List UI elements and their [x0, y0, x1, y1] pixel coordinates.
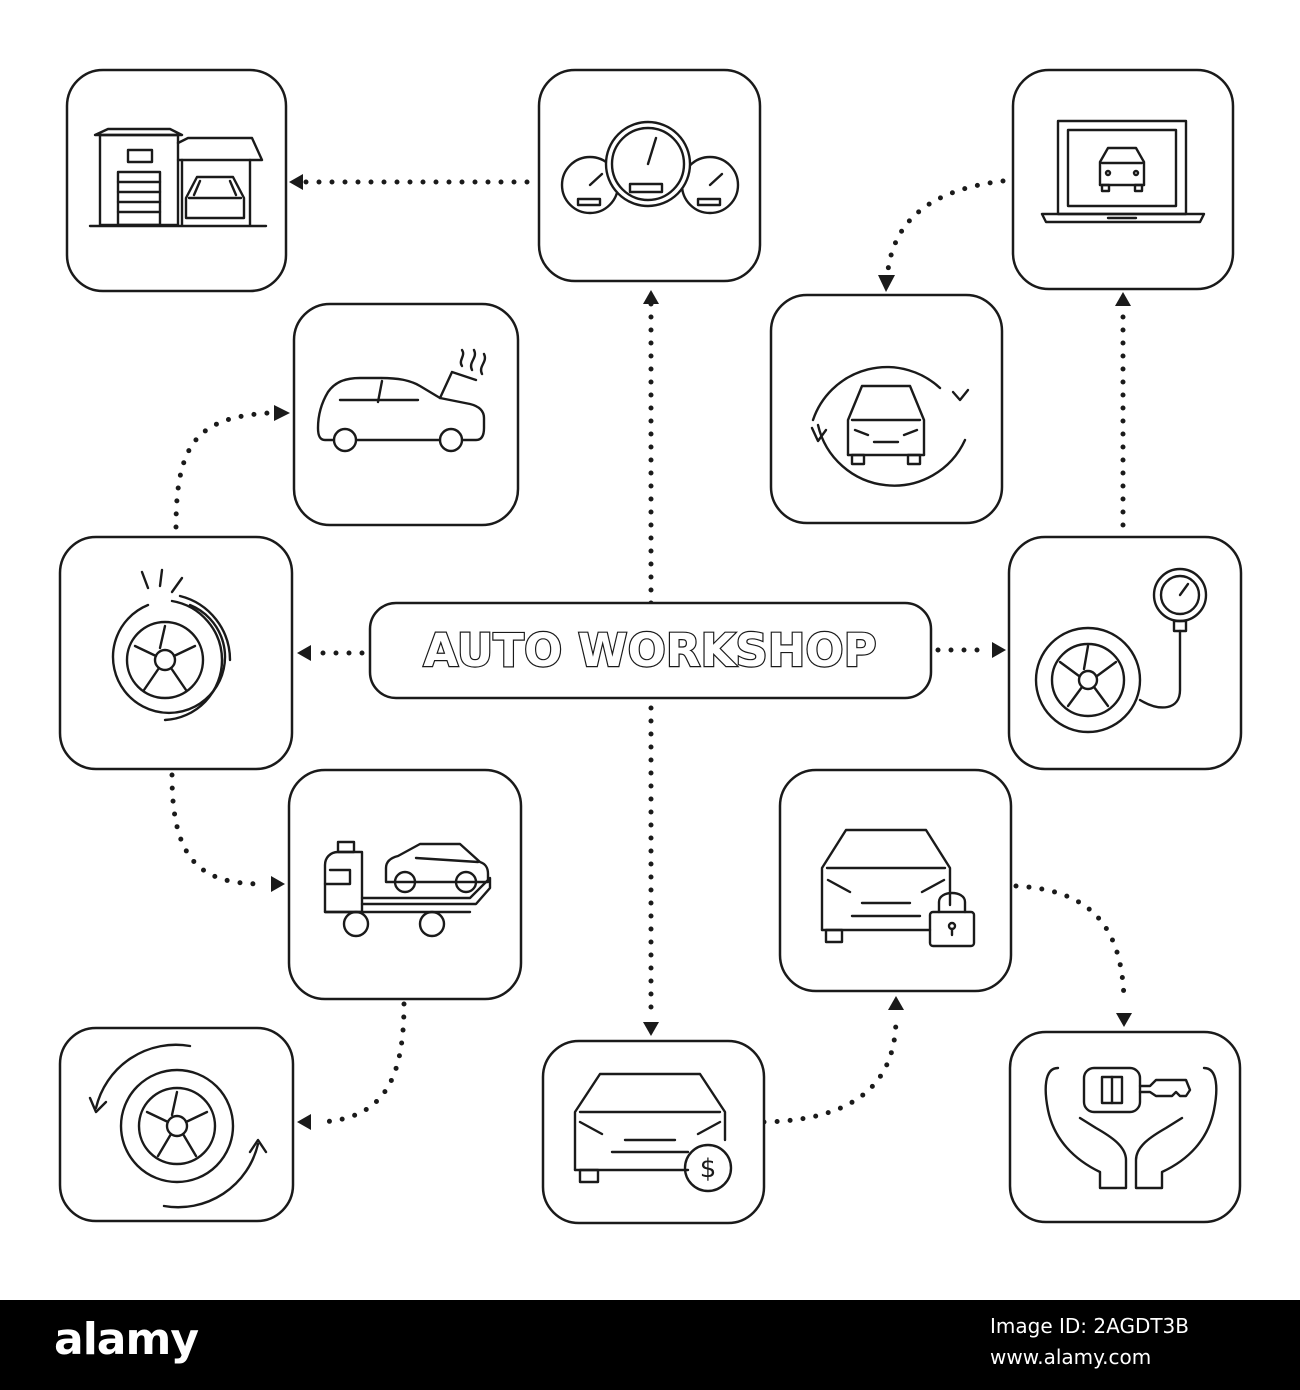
dollar-sign: $: [700, 1154, 717, 1184]
node-brake[interactable]: [58, 535, 294, 771]
connector-brake-tow: [169, 772, 265, 887]
car-360-view-icon: [810, 365, 970, 487]
connector-brake-broken-car: [173, 410, 271, 530]
car-lock-icon: [820, 828, 976, 948]
tire-pressure-gauge-icon: [1034, 567, 1208, 734]
node-garage[interactable]: [65, 68, 288, 293]
arrow-to-car-lock: [888, 996, 904, 1010]
arrow-to-tire-change: [297, 1114, 311, 1130]
title-box: [368, 601, 933, 700]
diagram-title: AUTO WORKSHOP: [423, 624, 876, 677]
node-tire-change[interactable]: [58, 1026, 295, 1223]
connector-tow-tire-change: [319, 1001, 407, 1125]
connector-lock-key: [1013, 883, 1127, 1003]
tow-truck-icon: [323, 840, 492, 938]
car-price-dollar-icon: [573, 1072, 733, 1193]
speedometer-dashboard-icon: [560, 120, 740, 215]
tire-rotation-icon: [88, 1043, 268, 1209]
node-tire-pressure[interactable]: [1007, 535, 1243, 771]
arrow-to-tire-pressure: [992, 642, 1006, 658]
node-car-lock[interactable]: [778, 768, 1013, 993]
brake-disc-wheel-icon: [111, 568, 232, 722]
arrow-to-car-price: [643, 1022, 659, 1036]
image-id-label: Image ID: 2AGDT3B: [990, 1314, 1190, 1338]
arrow-to-broken-car: [274, 405, 290, 421]
node-broken-car[interactable]: [292, 302, 520, 527]
node-online-car[interactable]: [1011, 68, 1235, 291]
stock-footer-bar: alamy Image ID: 2AGDT3B www.alamy.com: [0, 1300, 1300, 1390]
connectors: [169, 174, 1132, 1130]
auto-workshop-mind-map: AUTO WORKSHOP: [58, 68, 1243, 1225]
alamy-logo[interactable]: alamy: [54, 1314, 199, 1365]
laptop-car-icon: [1040, 119, 1206, 224]
hands-car-key-icon: [1044, 1066, 1218, 1190]
node-car-key[interactable]: [1008, 1030, 1242, 1224]
arrow-to-car-key: [1116, 1013, 1132, 1027]
arrow-to-brake: [297, 645, 311, 661]
node-car-rotation[interactable]: [769, 293, 1004, 525]
connector-price-lock: [761, 1017, 899, 1125]
car-overheating-icon: [316, 348, 487, 453]
site-url[interactable]: www.alamy.com: [990, 1345, 1152, 1369]
arrow-to-tow-truck: [271, 876, 285, 892]
garage-icon: [88, 127, 268, 228]
arrow-to-car-rotation: [878, 275, 895, 292]
arrow-to-laptop: [1115, 292, 1131, 306]
arrow-to-garage: [289, 174, 303, 190]
center-title-node[interactable]: AUTO WORKSHOP: [368, 601, 933, 700]
arrow-to-dashboard: [643, 290, 659, 304]
connector-laptop-rotation: [885, 178, 1006, 273]
node-car-price[interactable]: $: [541, 1039, 766, 1225]
node-tow-truck[interactable]: [287, 768, 523, 1001]
node-dashboard[interactable]: [537, 68, 762, 283]
